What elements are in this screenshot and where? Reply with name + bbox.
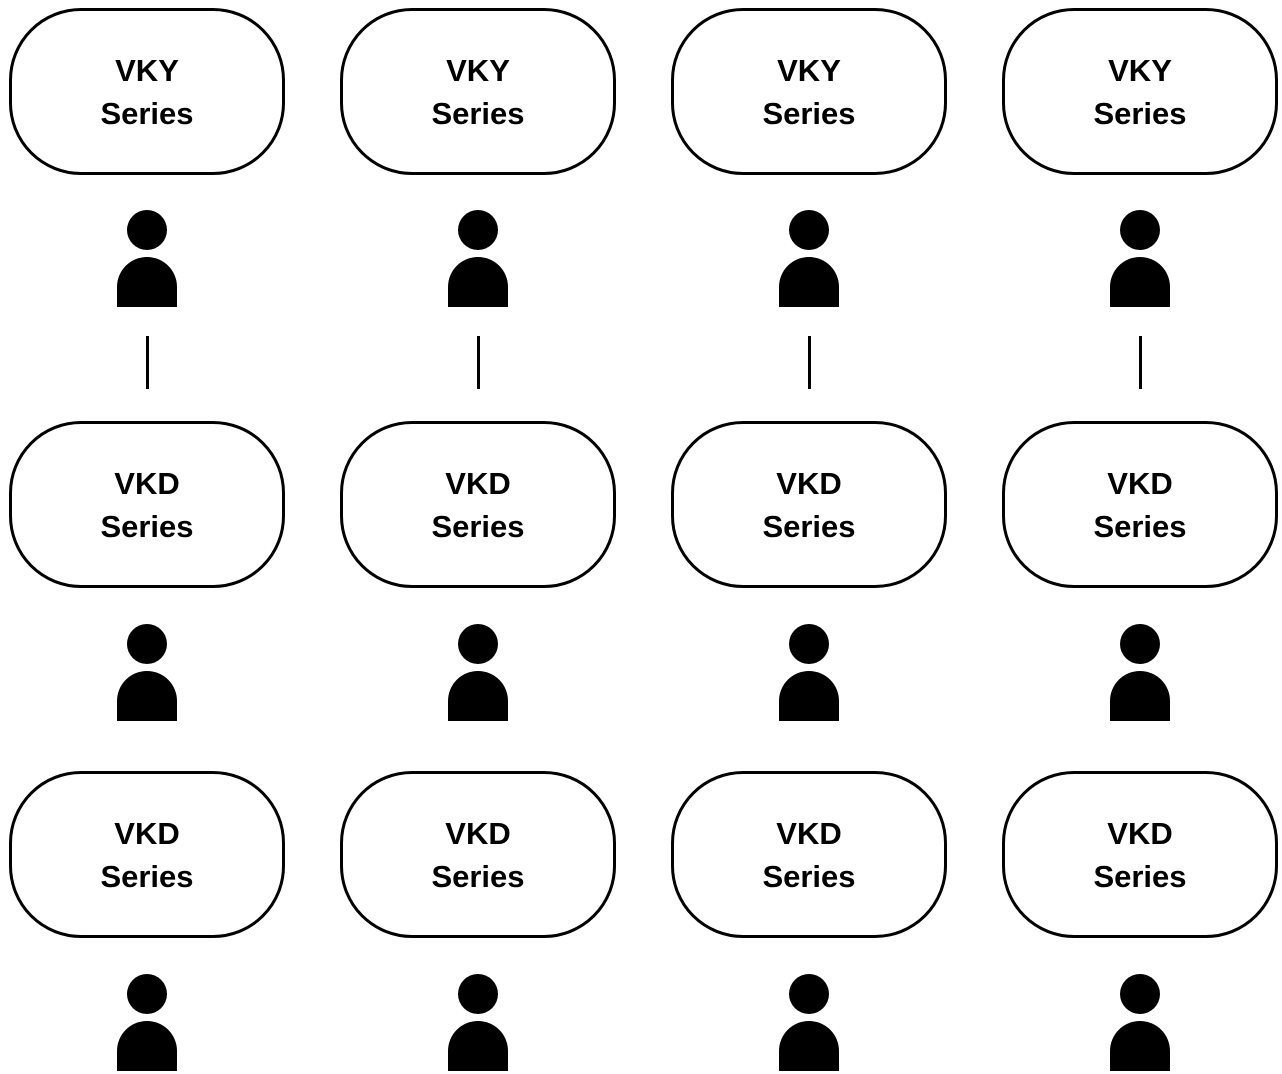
- person-icon: [779, 210, 839, 310]
- person-body: [779, 1021, 839, 1071]
- node-subtitle: Series: [1093, 858, 1187, 894]
- person-head: [789, 624, 829, 664]
- person-body: [117, 257, 177, 307]
- person-head: [1120, 624, 1160, 664]
- person-head: [1120, 974, 1160, 1014]
- node-title: VKY: [1108, 52, 1172, 88]
- person-icon: [1110, 974, 1170, 1074]
- node-title: VKD: [1107, 465, 1173, 501]
- vkd-series-node-4: VKD Series: [1002, 421, 1278, 588]
- person-head: [127, 210, 167, 250]
- node-title: VKY: [115, 52, 179, 88]
- vkd-series-node-7: VKD Series: [671, 771, 947, 938]
- node-subtitle: Series: [100, 858, 194, 894]
- vky-series-node-2: VKY Series: [340, 8, 616, 175]
- person-body: [117, 1021, 177, 1071]
- person-icon: [1110, 624, 1170, 724]
- node-subtitle: Series: [100, 508, 194, 544]
- person-body: [448, 257, 508, 307]
- vkd-series-node-6: VKD Series: [340, 771, 616, 938]
- person-icon: [779, 974, 839, 1074]
- person-body: [779, 671, 839, 721]
- person-body: [448, 671, 508, 721]
- node-subtitle: Series: [431, 858, 525, 894]
- node-subtitle: Series: [762, 95, 856, 131]
- connector-line: [808, 336, 811, 389]
- node-subtitle: Series: [1093, 508, 1187, 544]
- person-head: [458, 624, 498, 664]
- node-title: VKD: [114, 465, 180, 501]
- person-body: [1110, 671, 1170, 721]
- person-head: [458, 974, 498, 1014]
- person-head: [127, 974, 167, 1014]
- node-title: VKD: [445, 815, 511, 851]
- connector-line: [1139, 336, 1142, 389]
- person-body: [448, 1021, 508, 1071]
- person-body: [779, 257, 839, 307]
- person-body: [1110, 1021, 1170, 1071]
- person-icon: [117, 974, 177, 1074]
- connector-line: [146, 336, 149, 389]
- person-head: [789, 974, 829, 1014]
- person-icon: [117, 624, 177, 724]
- vky-series-node-4: VKY Series: [1002, 8, 1278, 175]
- vkd-series-node-1: VKD Series: [9, 421, 285, 588]
- person-body: [1110, 257, 1170, 307]
- node-subtitle: Series: [1093, 95, 1187, 131]
- person-head: [127, 624, 167, 664]
- person-head: [458, 210, 498, 250]
- person-icon: [448, 210, 508, 310]
- vky-series-node-1: VKY Series: [9, 8, 285, 175]
- vkd-series-node-2: VKD Series: [340, 421, 616, 588]
- node-subtitle: Series: [100, 95, 194, 131]
- person-body: [117, 671, 177, 721]
- person-icon: [779, 624, 839, 724]
- node-title: VKD: [776, 465, 842, 501]
- node-title: VKD: [445, 465, 511, 501]
- person-icon: [117, 210, 177, 310]
- person-head: [789, 210, 829, 250]
- node-title: VKY: [777, 52, 841, 88]
- node-subtitle: Series: [431, 95, 525, 131]
- person-icon: [448, 974, 508, 1074]
- node-subtitle: Series: [762, 858, 856, 894]
- node-subtitle: Series: [431, 508, 525, 544]
- vkd-series-node-8: VKD Series: [1002, 771, 1278, 938]
- node-title: VKD: [1107, 815, 1173, 851]
- connector-line: [477, 336, 480, 389]
- person-icon: [448, 624, 508, 724]
- person-head: [1120, 210, 1160, 250]
- node-title: VKD: [776, 815, 842, 851]
- vkd-series-node-3: VKD Series: [671, 421, 947, 588]
- person-icon: [1110, 210, 1170, 310]
- vky-series-node-3: VKY Series: [671, 8, 947, 175]
- node-title: VKD: [114, 815, 180, 851]
- node-subtitle: Series: [762, 508, 856, 544]
- node-title: VKY: [446, 52, 510, 88]
- vkd-series-node-5: VKD Series: [9, 771, 285, 938]
